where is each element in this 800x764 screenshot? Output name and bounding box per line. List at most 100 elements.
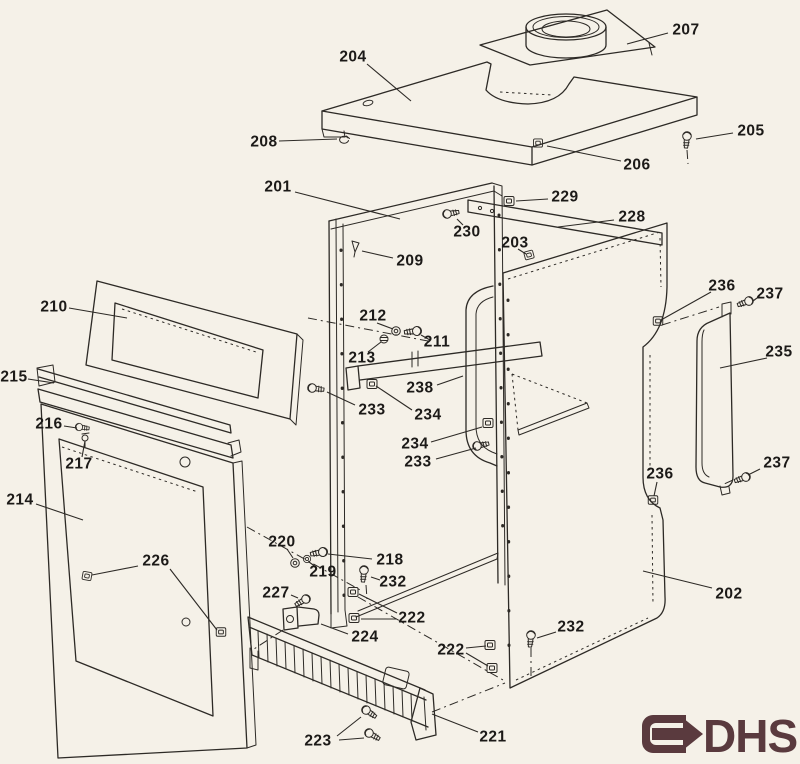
washer-220 (290, 558, 300, 568)
leader-line-232 (370, 576, 381, 581)
clip-234-lower (482, 418, 494, 428)
dhs-logo: DHS (642, 710, 798, 762)
clip-222-right-a (484, 640, 496, 650)
part-label-208: 208 (250, 134, 277, 151)
leader-line-223 (338, 737, 365, 741)
leader-line-217 (81, 440, 86, 458)
leader-line-205 (695, 132, 734, 140)
leader-line-237 (752, 297, 758, 302)
screw-223-a (359, 703, 379, 721)
leader-line-222 (358, 593, 398, 614)
rear-rail-228 (467, 199, 663, 246)
leader-line-220 (286, 548, 294, 559)
leader-line-204 (366, 63, 412, 102)
leader-line-219 (308, 561, 317, 568)
dhs-logo-text: DHS (703, 710, 797, 762)
duct-channel (465, 285, 498, 467)
leader-line-236 (660, 291, 712, 321)
grille-221 (247, 616, 437, 741)
leader-line-230 (456, 218, 464, 226)
leader-line-229 (515, 198, 549, 202)
leader-line-213 (367, 341, 382, 353)
leader-line-224 (320, 623, 349, 635)
leader-line-235 (719, 357, 768, 369)
part-label-219: 219 (309, 564, 336, 581)
screw-237-bottom (732, 470, 753, 486)
leader-line-226 (91, 565, 139, 576)
washer-212 (391, 326, 401, 336)
door-214 (40, 403, 257, 759)
part-label-206: 206 (623, 157, 650, 174)
part-label-215: 215 (0, 369, 27, 386)
side-panel-202 (502, 222, 668, 689)
part-label-207: 207 (672, 22, 699, 39)
leader-line-236 (653, 481, 658, 497)
front-frame-201 (328, 182, 506, 629)
leader-line-234 (375, 385, 413, 411)
leader-line-212 (376, 322, 394, 330)
part-label-211: 211 (424, 334, 451, 351)
leader-line-206 (546, 145, 622, 162)
leader-line-222 (465, 652, 489, 667)
part-label-229: 229 (551, 189, 578, 206)
part-label-220: 220 (268, 534, 295, 551)
part-label-232: 232 (379, 574, 406, 591)
part-label-233: 233 (404, 454, 431, 471)
nut-213 (379, 334, 389, 344)
clip-226-a (81, 570, 93, 582)
part-label-237: 237 (763, 455, 790, 472)
leader-line-221 (431, 713, 479, 733)
leader-line-237 (747, 468, 761, 476)
part-label-222: 222 (398, 610, 425, 627)
clip-226-b (215, 627, 227, 637)
part-label-230: 230 (453, 224, 480, 241)
part-label-221: 221 (479, 729, 506, 746)
part-label-224: 224 (351, 629, 378, 646)
part-label-218: 218 (376, 552, 403, 569)
part-label-204: 204 (339, 49, 366, 66)
part-label-210: 210 (40, 299, 67, 316)
part-label-237: 237 (756, 286, 783, 303)
clip-222-right-b (486, 663, 498, 673)
part-label-238: 238 (406, 380, 433, 397)
top-panel-204 (321, 61, 698, 166)
part-label-236: 236 (646, 466, 673, 483)
leader-line-210 (68, 307, 128, 319)
part-label-202: 202 (715, 586, 742, 603)
crossbar-238 (345, 341, 543, 391)
screw-233-upper (306, 382, 325, 395)
part-label-226: 226 (142, 553, 169, 570)
part-label-203: 203 (501, 235, 528, 252)
leader-line-228 (557, 219, 615, 228)
leader-line-233 (326, 391, 356, 406)
leader-line-215 (27, 378, 55, 384)
screw-232-mid (358, 564, 370, 583)
leader-line-209 (361, 250, 394, 259)
screw-230 (441, 207, 461, 220)
clip-222-mid-b (348, 613, 360, 623)
part-label-232: 232 (557, 619, 584, 636)
part-label-227: 227 (262, 585, 289, 602)
side-cover-235 (695, 301, 734, 496)
clip-222-mid-a (347, 587, 359, 597)
part-label-236: 236 (708, 278, 735, 295)
leader-line-202 (642, 570, 713, 589)
bracket-224 (282, 606, 320, 631)
part-label-222: 222 (437, 642, 464, 659)
part-label-214: 214 (6, 492, 33, 509)
clip-234-upper (366, 379, 378, 389)
leader-line-207 (626, 32, 669, 45)
front-panel-210 (85, 280, 304, 426)
part-label-233: 233 (358, 402, 385, 419)
leader-line-214 (35, 503, 84, 521)
spacer-217 (81, 432, 90, 448)
screw-205 (681, 130, 693, 149)
screw-223-b (362, 726, 383, 744)
trim-strip-215 (36, 364, 242, 459)
centerlines (246, 149, 734, 713)
part-label-201: 201 (264, 179, 291, 196)
leader-line-201 (294, 191, 401, 220)
screw-227 (292, 592, 313, 610)
leader-line-218 (327, 553, 373, 560)
